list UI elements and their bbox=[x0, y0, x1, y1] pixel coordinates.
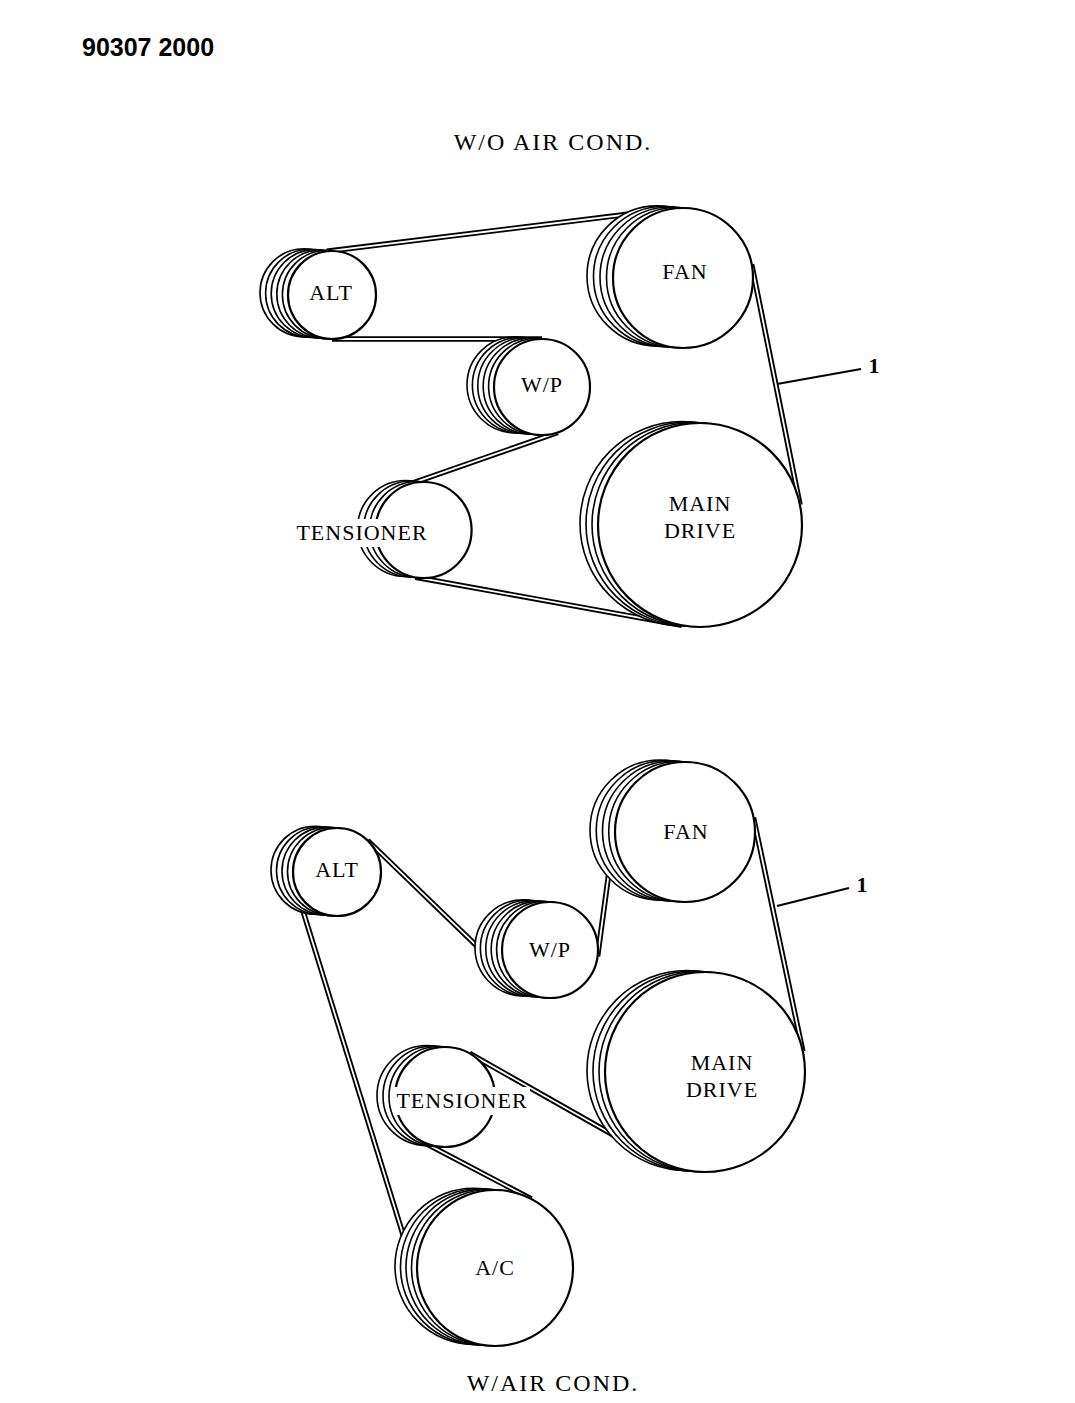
pulley-face bbox=[598, 423, 802, 627]
pulley-label: W/P bbox=[527, 936, 573, 964]
belt-run bbox=[408, 432, 558, 484]
pulley: TENSIONER bbox=[373, 1043, 530, 1151]
pulley-face bbox=[613, 208, 753, 348]
pulley-face bbox=[288, 251, 376, 339]
pulley-label: FAN bbox=[661, 818, 710, 846]
pulley-label: TENSIONER bbox=[394, 1087, 529, 1115]
section-heading: W/AIR COND. bbox=[465, 1370, 642, 1397]
pulley: W/P bbox=[471, 898, 602, 1002]
pulley: MAIN DRIVE bbox=[583, 968, 809, 1176]
pulley: FAN bbox=[583, 204, 757, 352]
section-heading: W/O AIR COND. bbox=[452, 129, 655, 156]
pulley: FAN bbox=[586, 758, 759, 906]
callout-number: 1 bbox=[855, 872, 870, 898]
pulley-face bbox=[417, 1190, 573, 1346]
pulley: MAIN DRIVE bbox=[576, 419, 806, 631]
pulley-face bbox=[605, 972, 805, 1172]
pulley: TENSIONER bbox=[294, 478, 476, 582]
pulley-label: MAIN DRIVE bbox=[684, 1049, 760, 1104]
leader-line bbox=[777, 888, 849, 906]
pulley-label: W/P bbox=[519, 371, 565, 399]
pulley-label: MAIN DRIVE bbox=[662, 490, 738, 545]
pulley-label: FAN bbox=[660, 258, 709, 286]
pulley: ALT bbox=[256, 247, 380, 343]
pulley-face bbox=[494, 339, 590, 435]
drawing-number: 90307 2000 bbox=[80, 33, 216, 62]
leader-line bbox=[777, 369, 861, 384]
callout-number: 1 bbox=[867, 353, 882, 379]
pulley: W/P bbox=[463, 335, 594, 439]
pulley-face bbox=[293, 828, 381, 916]
pulley: ALT bbox=[267, 824, 385, 920]
belt-edge-gap bbox=[408, 432, 558, 484]
pulley-label: ALT bbox=[313, 856, 361, 884]
pulley: A/C bbox=[391, 1186, 577, 1350]
pulley-face bbox=[615, 762, 755, 902]
pulley-label: ALT bbox=[307, 279, 355, 307]
pulley-label: TENSIONER bbox=[294, 519, 429, 547]
pulley-face bbox=[502, 902, 598, 998]
pulley-label: A/C bbox=[473, 1254, 517, 1282]
